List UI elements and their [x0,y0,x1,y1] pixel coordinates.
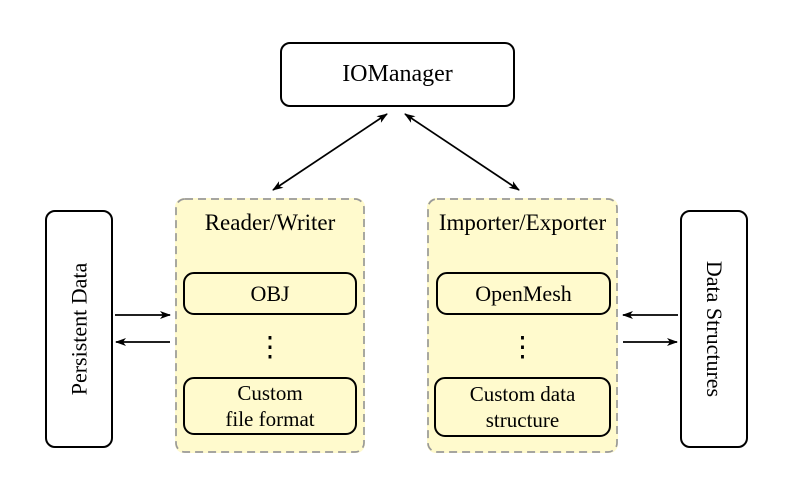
data-structures-label: Data Structures [702,260,728,398]
importer-exporter-title: Importer/Exporter [438,210,607,235]
node-custom-file-format: Custom file format [183,377,357,435]
importer-exporter-ellipsis: ⋮ [508,330,537,363]
node-custom-data-structure: Custom data structure [434,377,611,437]
arrow-iomanager-importerexporter [404,113,520,191]
node-iomanager: IOManager [280,42,515,107]
reader-writer-title: Reader/Writer [204,210,336,235]
group-importer-exporter: Importer/Exporter OpenMesh ⋮ Custom data… [427,198,618,453]
node-persistent-data: Persistent Data [45,210,113,448]
node-openmesh: OpenMesh [436,272,611,315]
node-obj: OBJ [183,272,357,315]
node-data-structures: Data Structures [680,210,748,448]
iomanager-label: IOManager [342,61,453,87]
arrow-iomanager-readerwriter [272,113,388,191]
group-reader-writer: Reader/Writer OBJ ⋮ Custom file format [175,198,365,453]
persistent-data-label: Persistent Data [66,262,91,396]
reader-writer-ellipsis: ⋮ [256,330,284,363]
